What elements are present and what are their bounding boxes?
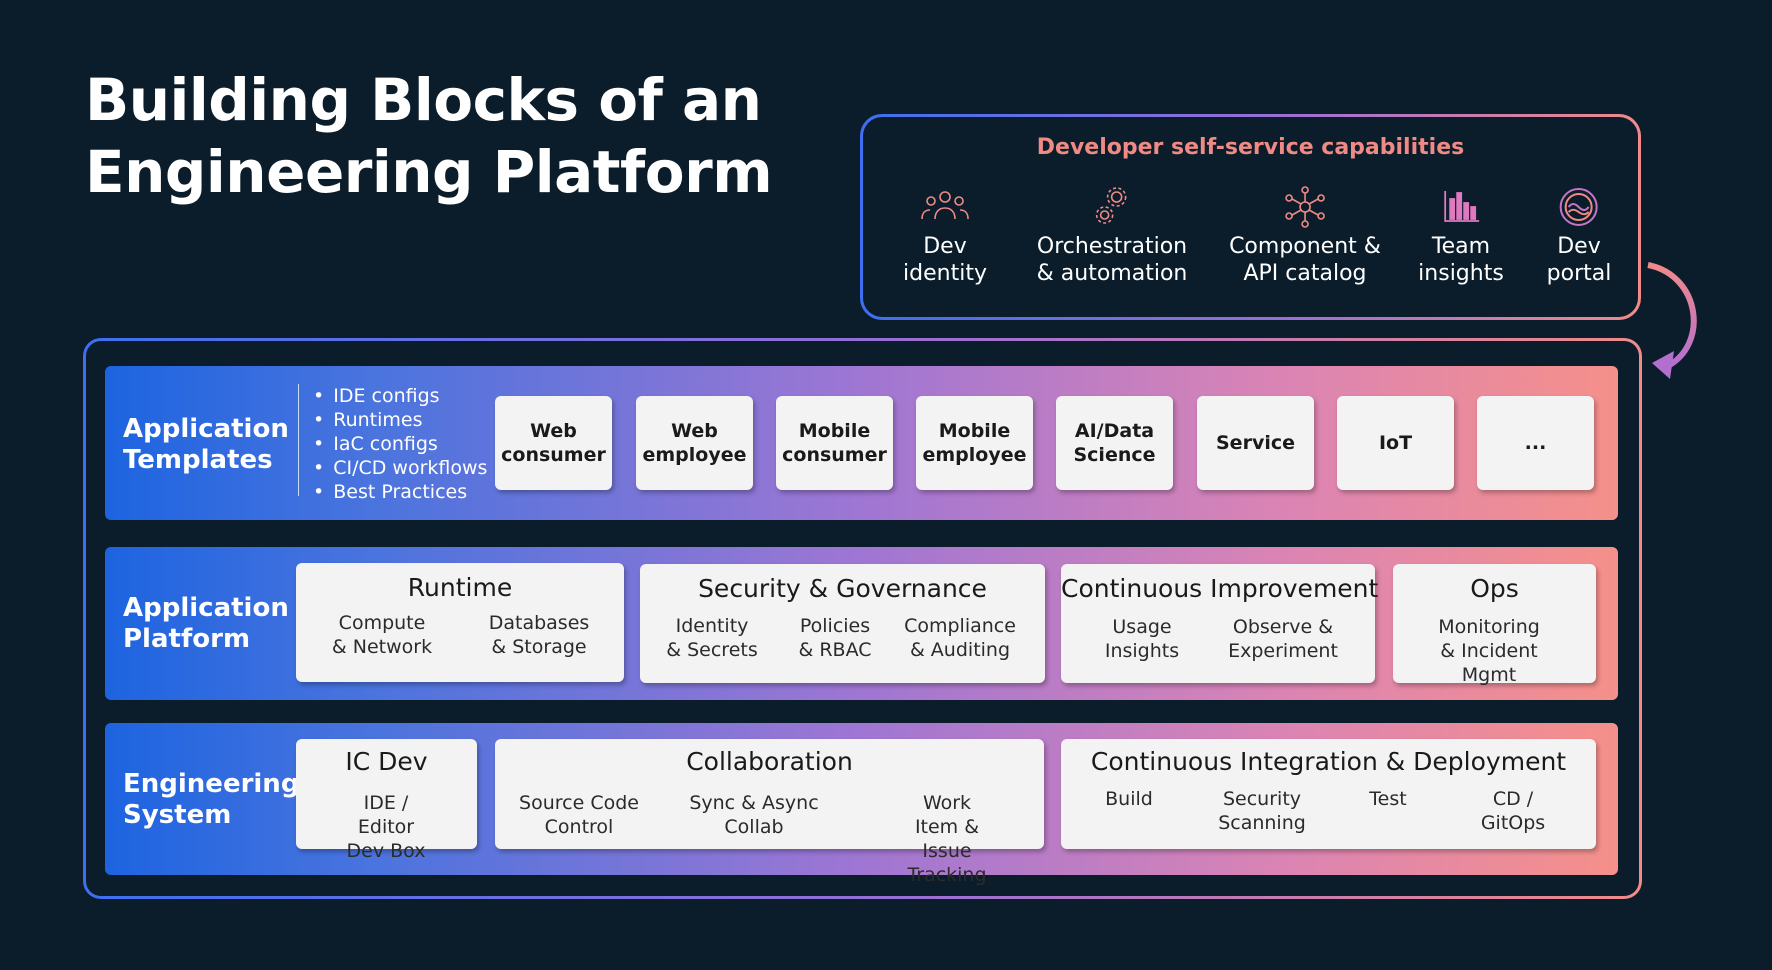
template-ai-data-science[interactable]: AI/Data Science xyxy=(1056,396,1173,490)
security-item: Policies & RBAC xyxy=(798,615,872,661)
capability-orchestration: Orchestration & automation xyxy=(1036,185,1188,287)
ops-title: Ops xyxy=(1470,574,1519,603)
ic-dev-title: IC Dev xyxy=(345,747,428,776)
capability-dev-portal: Dev portal xyxy=(1546,185,1612,287)
ci-cd-block[interactable]: Continuous Integration & Deployment Buil… xyxy=(1061,739,1596,849)
continuous-improvement-block[interactable]: Continuous Improvement Usage Insights Ob… xyxy=(1061,564,1379,683)
collaboration-item: Sync & Async Collab xyxy=(689,792,819,838)
ops-item: Monitoring & Incident Mgmt xyxy=(1438,616,1540,686)
template-iot[interactable]: IoT xyxy=(1337,396,1454,490)
network-icon xyxy=(1279,185,1331,229)
ci-cd-title: Continuous Integration & Deployment xyxy=(1090,747,1567,776)
capability-label: Dev identity xyxy=(903,234,987,286)
security-item: Identity & Secrets xyxy=(666,615,758,661)
ci-cd-item: Security Scanning xyxy=(1218,788,1306,834)
bar-chart-icon xyxy=(1435,185,1487,229)
page-title: Building Blocks of an Engineering Platfo… xyxy=(85,64,773,208)
ci-cd-item: CD / GitOps xyxy=(1480,788,1546,834)
runtime-title: Runtime xyxy=(407,573,513,602)
runtime-block[interactable]: Runtime Compute & Network Databases & St… xyxy=(296,563,624,682)
capability-label: Component & API catalog xyxy=(1229,234,1381,286)
collaboration-title: Collaboration xyxy=(686,747,853,776)
template-mobile-consumer[interactable]: Mobile consumer xyxy=(776,396,893,490)
security-item: Compliance & Auditing xyxy=(904,615,1016,661)
band-label-templates: Application Templates xyxy=(123,414,289,475)
portal-icon xyxy=(1553,185,1605,229)
improvement-item: Usage Insights xyxy=(1104,616,1180,662)
security-title: Security & Governance xyxy=(698,574,987,603)
gears-icon xyxy=(1086,185,1138,229)
self-service-panel-inner: Developer self-service capabilities Dev … xyxy=(863,117,1638,317)
capability-label: Orchestration & automation xyxy=(1036,234,1188,286)
capability-dev-identity: Dev identity xyxy=(903,185,987,287)
page-title-line-2: Engineering Platform xyxy=(85,138,773,206)
collaboration-block[interactable]: Collaboration Source Code Control Sync &… xyxy=(495,739,1044,886)
bullet-item: IaC configs xyxy=(313,432,487,456)
bullet-item: Best Practices xyxy=(313,480,487,504)
bullet-item: CI/CD workflows xyxy=(313,456,487,480)
improvement-item: Observe & Experiment xyxy=(1228,616,1338,662)
collaboration-item: Work Item & Issue Tracking xyxy=(907,792,987,886)
ci-cd-item: Test xyxy=(1369,788,1407,810)
self-service-title: Developer self-service capabilities xyxy=(1036,135,1465,160)
runtime-item: Databases & Storage xyxy=(488,612,590,658)
capability-component-catalog: Component & API catalog xyxy=(1229,185,1381,287)
people-icon xyxy=(919,185,971,229)
ci-cd-item: Build xyxy=(1105,788,1153,810)
template-bullet-list: IDE configs Runtimes IaC configs CI/CD w… xyxy=(298,384,487,503)
security-governance-block[interactable]: Security & Governance Identity & Secrets… xyxy=(640,564,1045,683)
band-label-platform: Application Platform xyxy=(123,593,289,654)
template-web-consumer[interactable]: Web consumer xyxy=(495,396,612,490)
ops-block[interactable]: Ops Monitoring & Incident Mgmt xyxy=(1393,564,1596,686)
self-service-panel: Developer self-service capabilities Dev … xyxy=(860,114,1641,320)
template-service[interactable]: Service xyxy=(1197,396,1314,490)
improvement-title: Continuous Improvement xyxy=(1061,574,1379,603)
runtime-item: Compute & Network xyxy=(331,612,433,658)
capability-label: Team insights xyxy=(1418,234,1504,286)
capability-team-insights: Team insights xyxy=(1418,185,1504,287)
ic-dev-block[interactable]: IC Dev IDE / Editor Dev Box xyxy=(296,739,477,862)
capability-label: Dev portal xyxy=(1546,234,1612,286)
template-more[interactable]: ... xyxy=(1477,396,1594,490)
template-mobile-employee[interactable]: Mobile employee xyxy=(916,396,1033,490)
ic-dev-item: IDE / Editor Dev Box xyxy=(346,792,426,862)
collaboration-item: Source Code Control xyxy=(519,792,639,838)
band-label-engineering: Engineering System xyxy=(123,769,300,830)
curved-arrow-icon xyxy=(1647,262,1697,379)
template-web-employee[interactable]: Web employee xyxy=(636,396,753,490)
page-title-line-1: Building Blocks of an xyxy=(85,66,762,134)
bullet-item: Runtimes xyxy=(313,408,487,432)
bullet-item: IDE configs xyxy=(313,384,487,408)
